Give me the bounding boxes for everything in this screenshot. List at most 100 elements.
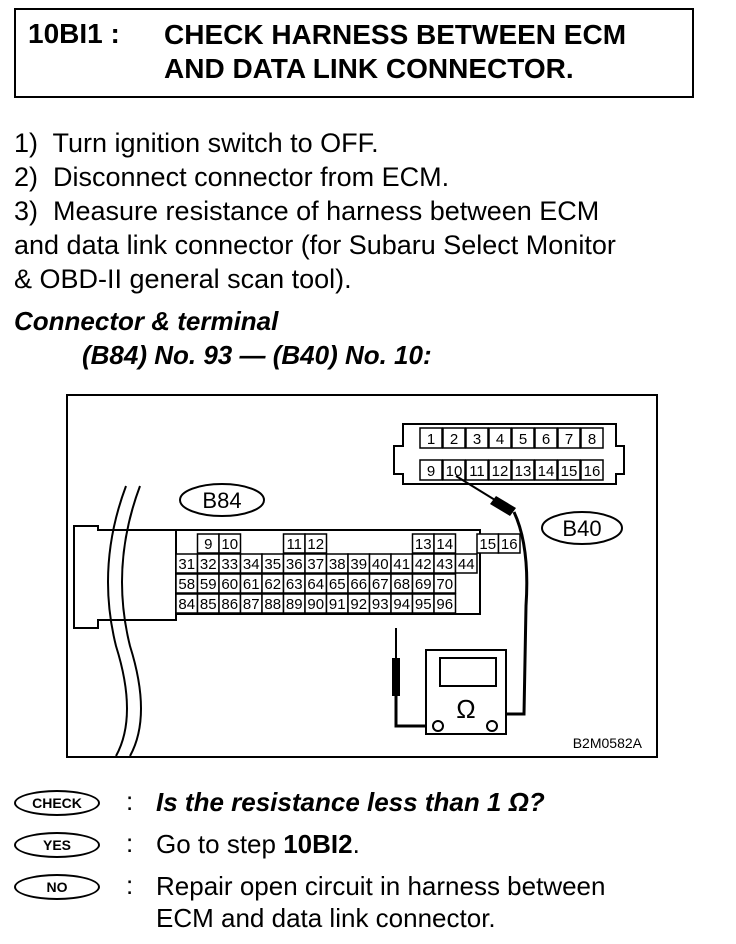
dlc-terminal-label: 16 (584, 463, 601, 480)
instruction-line: 3) Measure resistance of harness between… (14, 196, 600, 226)
ecm-terminal-label: 15 (479, 536, 496, 553)
dlc-terminal-cell (511, 459, 535, 481)
dlc-terminal-cell (465, 427, 489, 449)
dlc-terminal-label: 14 (538, 463, 555, 480)
ecm-terminal-label: 90 (307, 596, 324, 613)
step-title-box: 10BI1 : CHECK HARNESS BETWEEN ECM AND DA… (14, 8, 694, 98)
b40-label-oval (541, 511, 623, 545)
dlc-terminal-cell (534, 427, 558, 449)
instruction-line: 2) Disconnect connector from ECM. (14, 162, 450, 192)
ecm-terminal-label: 60 (221, 576, 238, 593)
ecm-terminal-label: 12 (307, 536, 324, 553)
ecm-terminal-label: 41 (393, 556, 410, 573)
ecm-terminal-label: 87 (243, 596, 260, 613)
dlc-terminal-cell (442, 459, 466, 481)
ecm-terminal-label: 42 (415, 556, 432, 573)
dlc-terminal-cell (557, 459, 581, 481)
dlc-terminal-cell (580, 427, 604, 449)
ecm-terminal-label: 33 (221, 556, 238, 573)
dlc-terminal-label: 11 (469, 463, 485, 480)
ecm-terminal-label: 11 (286, 536, 302, 553)
instructions: 1) Turn ignition switch to OFF. 2) Disco… (14, 126, 724, 296)
ecm-terminal-cell (497, 533, 521, 554)
ohmmeter-display (439, 657, 497, 687)
ecm-terminal-label: 40 (372, 556, 389, 573)
dlc-terminal-cell (580, 459, 604, 481)
ecm-terminal-label: 85 (200, 596, 217, 613)
instruction-line: and data link connector (for Subaru Sele… (14, 230, 616, 260)
ecm-terminal-label: 9 (204, 536, 212, 553)
ecm-terminal-label: 58 (178, 576, 195, 593)
ecm-terminal-label: 32 (200, 556, 217, 573)
ecm-terminal-label: 39 (350, 556, 367, 573)
b84-label-oval (179, 483, 265, 517)
dlc-terminal-label: 12 (492, 463, 509, 480)
dlc-terminal-label: 15 (561, 463, 578, 480)
ohmmeter-terminal (432, 720, 444, 732)
ecm-terminal-label: 89 (286, 596, 303, 613)
ecm-terminal-label: 38 (329, 556, 346, 573)
ecm-terminal-label: 14 (436, 536, 453, 553)
ecm-terminal-label: 96 (436, 596, 453, 613)
ecm-terminal-cell (218, 533, 242, 554)
ecm-terminal-label: 36 (286, 556, 303, 573)
ecm-terminal-label: 34 (243, 556, 260, 573)
ecm-terminal-label: 95 (415, 596, 432, 613)
yes-answer: Go to step 10BI2. (156, 828, 360, 860)
dlc-terminal-cell (488, 427, 512, 449)
check-badge: CHECK (14, 790, 100, 816)
dlc-probe-wire (492, 511, 529, 716)
ohm-symbol: Ω (456, 694, 475, 724)
ecm-terminal-label: 65 (329, 576, 346, 593)
yes-step-link[interactable]: 10BI2 (283, 829, 353, 859)
ecm-terminal-label: 61 (243, 576, 260, 593)
ecm-terminal-label: 37 (307, 556, 324, 573)
ecm-probe-wire (394, 696, 438, 728)
ecm-terminal-label: 94 (393, 596, 410, 613)
dlc-terminal-cell (511, 427, 535, 449)
b84-label: B84 (202, 488, 241, 513)
ecm-terminal-label: 66 (350, 576, 367, 593)
b40-label: B40 (562, 516, 601, 541)
harness-cut-line (107, 485, 128, 756)
ecm-terminal-label: 92 (350, 596, 367, 613)
ecm-terminal-label: 70 (436, 576, 453, 593)
step-id: 10BI1 : (28, 18, 120, 49)
ecm-terminal-label: 43 (436, 556, 453, 573)
yes-badge: YES (14, 832, 100, 858)
ecm-terminal-label: 59 (200, 576, 217, 593)
yes-prefix: Go to step (156, 829, 284, 859)
ecm-terminal-cell (433, 593, 457, 614)
ecm-probe-body (392, 658, 400, 696)
connector-terminal-heading: Connector & terminal (14, 306, 279, 336)
ohmmeter-terminal (486, 720, 498, 732)
connector-terminal-spec: (B84) No. 93 — (B40) No. 10: (82, 340, 432, 370)
instruction-line: & OBD-II general scan tool). (14, 264, 352, 294)
dlc-terminal-label: 2 (450, 431, 458, 448)
ecm-terminal-label: 88 (264, 596, 281, 613)
ecm-terminal-label: 67 (372, 576, 389, 593)
ecm-terminal-label: 35 (264, 556, 281, 573)
ecm-connector-outline (73, 525, 177, 629)
dlc-terminal-label: 13 (515, 463, 532, 480)
dlc-terminal-label: 6 (542, 431, 550, 448)
dlc-terminal-cell (465, 459, 489, 481)
dlc-terminal-label: 5 (519, 431, 527, 448)
instruction-line: 1) Turn ignition switch to OFF. (14, 128, 379, 158)
harness-cut-line (121, 485, 142, 756)
ecm-terminal-cell (433, 533, 457, 554)
ecm-terminal-label: 69 (415, 576, 432, 593)
dlc-terminal-cell (442, 427, 466, 449)
ecm-terminal-label: 63 (286, 576, 303, 593)
dlc-terminal-label: 9 (427, 463, 435, 480)
dlc-terminal-label: 7 (565, 431, 573, 448)
dlc-probe-body (490, 496, 516, 516)
ecm-terminal-label: 31 (178, 556, 195, 573)
ecm-terminal-cell (454, 553, 478, 574)
dlc-terminal-cell (488, 459, 512, 481)
ecm-terminal-label: 64 (307, 576, 324, 593)
dlc-terminal-cell (557, 427, 581, 449)
